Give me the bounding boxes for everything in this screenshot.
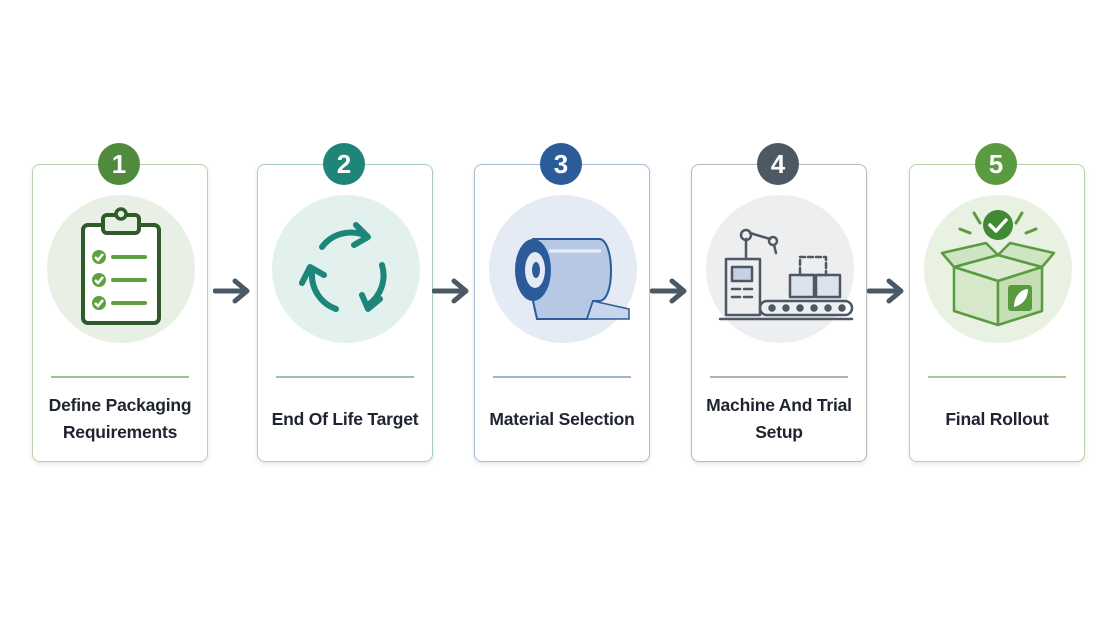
step-1-card: Define Packaging Requirements (32, 164, 208, 462)
arrow-right-icon (432, 278, 469, 304)
step-5-divider (928, 376, 1066, 378)
arrow-right-icon (213, 278, 250, 304)
step-2-label: End Of Life Target (271, 408, 419, 429)
step-5-label: Final Rollout (945, 408, 1049, 429)
step-3-divider (493, 376, 631, 378)
step-1-icon-circle (47, 195, 195, 343)
recycle-arrows-icon (299, 222, 387, 312)
step-3-card: Material Selection (474, 164, 650, 462)
arrow-right-icon (650, 278, 687, 304)
packaging-machine-icon (718, 228, 854, 321)
step-5-icon-circle (924, 195, 1072, 343)
step-4-badge: 4 (757, 143, 799, 185)
step-3-badge: 3 (540, 143, 582, 185)
clipboard-checklist-icon (81, 207, 161, 325)
step-1-badge: 1 (98, 143, 140, 185)
step-2-card: End Of Life Target (257, 164, 433, 462)
step-1-divider (51, 376, 189, 378)
step-1-label: Define Packaging Requirements (48, 395, 192, 442)
step-2-icon-circle (272, 195, 420, 343)
step-4-divider (710, 376, 848, 378)
step-2-divider (276, 376, 414, 378)
step-4-label: Machine And Trial Setup (706, 395, 852, 442)
step-4-icon-circle (706, 195, 854, 343)
step-5-badge: 5 (975, 143, 1017, 185)
step-3-icon-circle (489, 195, 637, 343)
eco-box-check-icon (940, 210, 1056, 327)
step-2-badge: 2 (323, 143, 365, 185)
step-5-card: Final Rollout (909, 164, 1085, 462)
film-roll-icon (515, 238, 630, 320)
step-4-card: Machine And Trial Setup (691, 164, 867, 462)
step-3-label: Material Selection (489, 408, 635, 429)
arrow-right-icon (867, 278, 904, 304)
